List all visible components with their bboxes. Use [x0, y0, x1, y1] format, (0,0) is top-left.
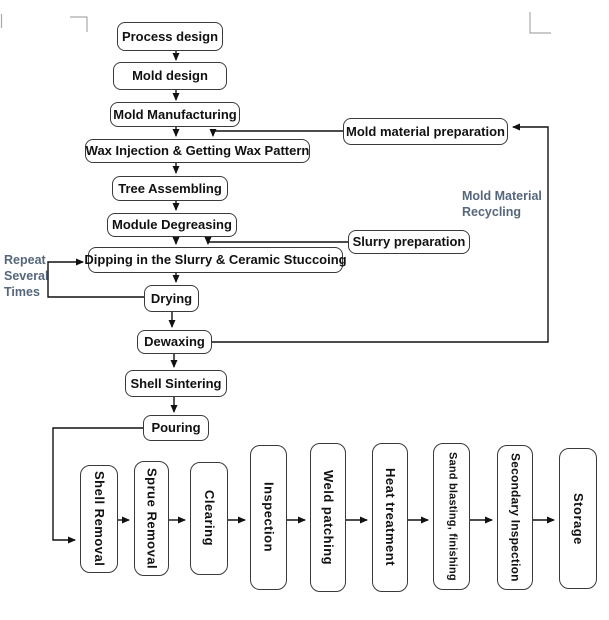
repeat-loop-label: Repeat Several Times: [4, 252, 48, 300]
node-mold-design: Mold design: [113, 62, 227, 90]
recycling-label-line2: Recycling: [462, 205, 522, 219]
step-sand-blasting-finishing: Sand blasting, finishing: [433, 443, 470, 590]
step-inspection: Inspection: [250, 445, 287, 590]
node-drying: Drying: [144, 285, 199, 312]
step-weld-patching: Weld patching: [310, 443, 346, 592]
repeat-loop-label-line3: Times: [4, 285, 40, 299]
repeat-loop-label-line1: Repeat: [4, 253, 46, 267]
node-tree-assembling: Tree Assembling: [112, 176, 228, 201]
mold-material-recycling-label: Mold Material Recycling: [462, 188, 542, 220]
node-mold-manufacturing: Mold Manufacturing: [110, 102, 240, 127]
node-dewaxing: Dewaxing: [137, 330, 212, 354]
recycling-label-line1: Mold Material: [462, 189, 542, 203]
repeat-loop-label-line2: Several: [4, 269, 49, 283]
step-sprue-removal: Sprue Removal: [134, 461, 169, 576]
node-slurry-preparation: Slurry preparation: [348, 230, 470, 254]
node-dipping-stuccoing: Dipping in the Slurry & Ceramic Stuccoin…: [84, 247, 347, 273]
page-corner-marks: [0, 12, 551, 34]
node-shell-sintering: Shell Sintering: [125, 370, 227, 397]
step-heat-treatment: Heat treatment: [372, 443, 408, 592]
node-process-design: Process design: [117, 22, 223, 51]
step-clearing: Clearing: [190, 462, 228, 575]
node-mold-material-preparation: Mold material preparation: [343, 118, 508, 145]
step-storage: Storage: [559, 448, 597, 589]
step-secondary-inspection: Secondary Inspection: [497, 445, 533, 590]
node-module-degreasing: Module Degreasing: [107, 213, 237, 237]
flow-arrows: [47, 51, 555, 544]
step-shell-removal: Shell Removal: [80, 465, 118, 573]
node-pouring: Pouring: [143, 415, 209, 441]
node-wax-injection: Wax Injection & Getting Wax Pattern: [85, 139, 310, 163]
